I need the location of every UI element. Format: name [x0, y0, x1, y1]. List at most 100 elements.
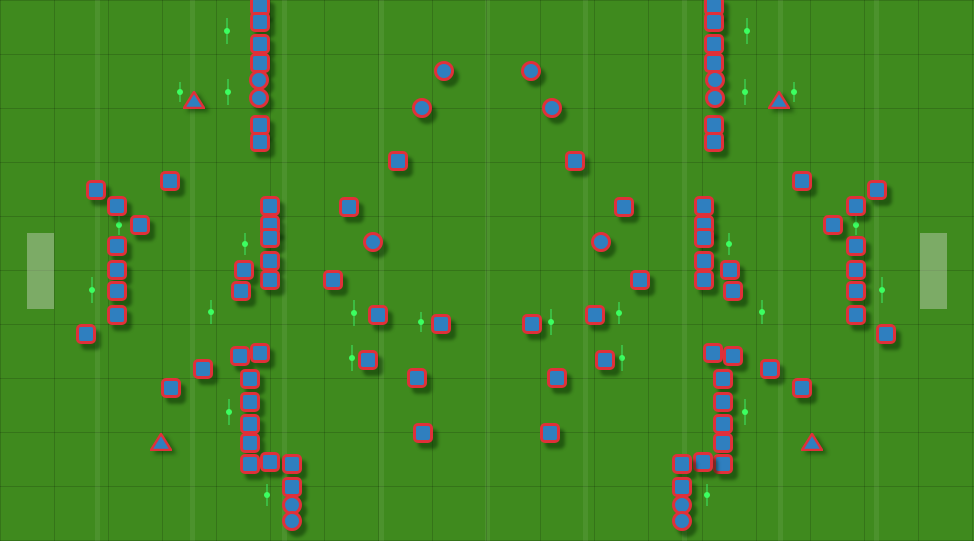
- unit-square[interactable]: [107, 196, 127, 216]
- unit-square[interactable]: [547, 368, 567, 388]
- spawn-marker: [116, 215, 122, 235]
- spawn-marker: [742, 79, 748, 105]
- unit-square[interactable]: [823, 215, 843, 235]
- unit-square[interactable]: [694, 270, 714, 290]
- field-lane-stripe: [379, 0, 384, 541]
- unit-square[interactable]: [107, 260, 127, 280]
- unit-round[interactable]: [363, 232, 383, 252]
- unit-round[interactable]: [249, 70, 269, 90]
- unit-round[interactable]: [249, 88, 269, 108]
- unit-square[interactable]: [694, 196, 714, 216]
- unit-square[interactable]: [723, 281, 743, 301]
- unit-square[interactable]: [260, 270, 280, 290]
- unit-square[interactable]: [595, 350, 615, 370]
- unit-square[interactable]: [107, 305, 127, 325]
- unit-round[interactable]: [521, 61, 541, 81]
- unit-square[interactable]: [234, 260, 254, 280]
- unit-square[interactable]: [260, 228, 280, 248]
- unit-square[interactable]: [713, 414, 733, 434]
- unit-square[interactable]: [323, 270, 343, 290]
- unit-square[interactable]: [282, 454, 302, 474]
- unit-square[interactable]: [704, 34, 724, 54]
- unit-square[interactable]: [407, 368, 427, 388]
- unit-square[interactable]: [358, 350, 378, 370]
- unit-square[interactable]: [846, 281, 866, 301]
- field-lane-stripe: [95, 0, 100, 541]
- unit-square[interactable]: [250, 343, 270, 363]
- unit-square[interactable]: [230, 346, 250, 366]
- unit-square[interactable]: [846, 260, 866, 280]
- unit-square[interactable]: [240, 454, 260, 474]
- unit-round[interactable]: [672, 511, 692, 531]
- unit-square[interactable]: [193, 359, 213, 379]
- unit-square[interactable]: [792, 171, 812, 191]
- unit-square[interactable]: [694, 228, 714, 248]
- unit-square[interactable]: [260, 196, 280, 216]
- unit-square[interactable]: [630, 270, 650, 290]
- unit-square[interactable]: [704, 132, 724, 152]
- unit-round[interactable]: [591, 232, 611, 252]
- unit-square[interactable]: [240, 369, 260, 389]
- triangle-marker[interactable]: [148, 431, 174, 452]
- unit-square[interactable]: [240, 392, 260, 412]
- unit-round[interactable]: [705, 70, 725, 90]
- unit-square[interactable]: [876, 324, 896, 344]
- unit-square[interactable]: [585, 305, 605, 325]
- unit-square[interactable]: [86, 180, 106, 200]
- unit-square[interactable]: [250, 132, 270, 152]
- unit-square[interactable]: [792, 378, 812, 398]
- unit-square[interactable]: [160, 171, 180, 191]
- spawn-marker: [351, 300, 357, 326]
- unit-square[interactable]: [368, 305, 388, 325]
- unit-square[interactable]: [260, 251, 280, 271]
- unit-square[interactable]: [282, 477, 302, 497]
- unit-square[interactable]: [720, 260, 740, 280]
- unit-square[interactable]: [388, 151, 408, 171]
- unit-square[interactable]: [240, 414, 260, 434]
- unit-square[interactable]: [76, 324, 96, 344]
- unit-square[interactable]: [704, 12, 724, 32]
- unit-square[interactable]: [846, 236, 866, 256]
- triangle-marker[interactable]: [181, 89, 207, 110]
- spawn-marker: [349, 345, 355, 371]
- unit-square[interactable]: [413, 423, 433, 443]
- unit-square[interactable]: [565, 151, 585, 171]
- unit-square[interactable]: [867, 180, 887, 200]
- unit-square[interactable]: [760, 359, 780, 379]
- unit-square[interactable]: [694, 251, 714, 271]
- unit-square[interactable]: [540, 423, 560, 443]
- unit-square[interactable]: [130, 215, 150, 235]
- triangle-marker[interactable]: [799, 431, 825, 452]
- unit-square[interactable]: [693, 452, 713, 472]
- unit-square[interactable]: [672, 477, 692, 497]
- unit-round[interactable]: [412, 98, 432, 118]
- unit-square[interactable]: [250, 34, 270, 54]
- unit-square[interactable]: [107, 236, 127, 256]
- unit-square[interactable]: [231, 281, 251, 301]
- unit-round[interactable]: [434, 61, 454, 81]
- unit-square[interactable]: [107, 281, 127, 301]
- unit-square[interactable]: [431, 314, 451, 334]
- unit-square[interactable]: [713, 392, 733, 412]
- unit-square[interactable]: [713, 433, 733, 453]
- unit-round[interactable]: [705, 88, 725, 108]
- unit-round[interactable]: [542, 98, 562, 118]
- unit-square[interactable]: [161, 378, 181, 398]
- unit-square[interactable]: [260, 452, 280, 472]
- unit-round[interactable]: [282, 511, 302, 531]
- unit-square[interactable]: [846, 196, 866, 216]
- spawn-marker: [742, 399, 748, 425]
- unit-square[interactable]: [614, 197, 634, 217]
- unit-square[interactable]: [339, 197, 359, 217]
- unit-square[interactable]: [713, 369, 733, 389]
- triangle-marker[interactable]: [766, 89, 792, 110]
- unit-square[interactable]: [250, 12, 270, 32]
- unit-square[interactable]: [713, 454, 733, 474]
- unit-square[interactable]: [703, 343, 723, 363]
- unit-square[interactable]: [723, 346, 743, 366]
- unit-square[interactable]: [240, 433, 260, 453]
- unit-square[interactable]: [672, 454, 692, 474]
- unit-square[interactable]: [522, 314, 542, 334]
- unit-square[interactable]: [846, 305, 866, 325]
